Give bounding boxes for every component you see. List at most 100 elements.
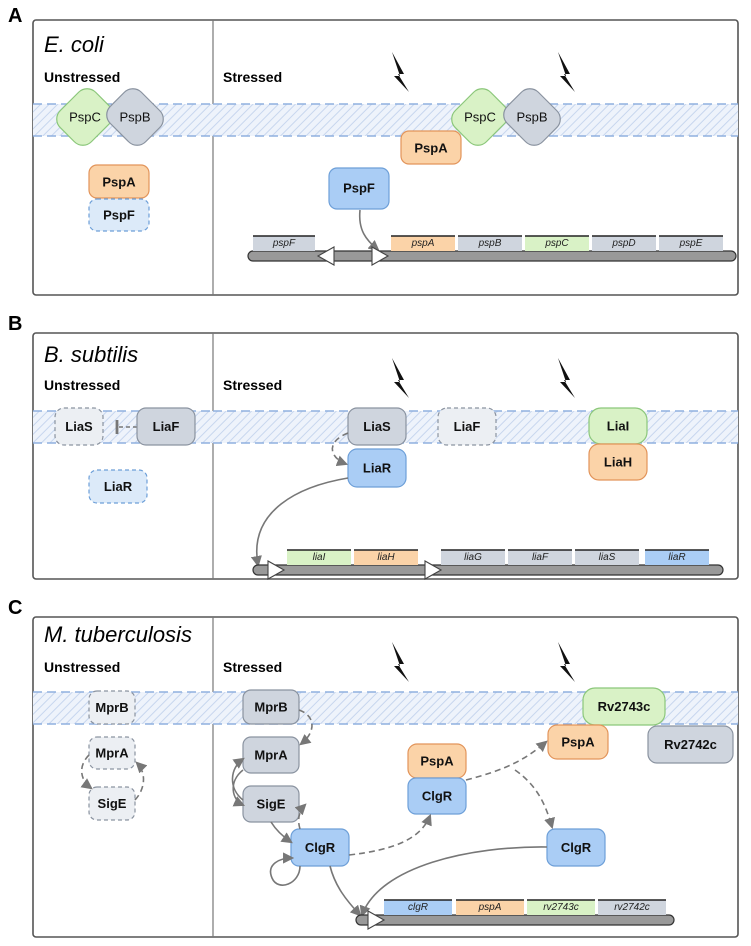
- species-title-a: E. coli: [44, 32, 105, 57]
- protein-label: MprB: [254, 700, 287, 715]
- protein-rv2742c-stressed: [647, 725, 734, 764]
- protein-pspf-stressed: [328, 167, 390, 210]
- protein-label: LiaS: [65, 419, 93, 434]
- protein-label: LiaR: [104, 479, 133, 494]
- stressed-label-b: Stressed: [223, 377, 282, 393]
- autoregulation-arrow: [269, 852, 301, 886]
- gene-liar: [645, 550, 709, 565]
- protein-lias-stressed: [347, 407, 407, 446]
- promoter-icon: [367, 910, 386, 930]
- activation-arrow: [250, 477, 349, 568]
- promoter-icon: [371, 246, 390, 266]
- gene-label: liaR: [668, 552, 685, 563]
- gene-label: liaF: [532, 552, 549, 563]
- panel-a: A E. coli Unstressed Stressed PspC PspB …: [8, 5, 739, 296]
- gene-pspc: [525, 236, 589, 251]
- panel-b: B B. subtilis Unstressed Stressed LiaS L…: [8, 313, 739, 580]
- protein-label: PspA: [102, 175, 136, 190]
- lightning-icon: [392, 642, 409, 682]
- gene-pspa-c: [456, 900, 524, 915]
- phosphorylation-arrow: [331, 432, 349, 467]
- gene-liah: [354, 550, 418, 565]
- gene-label: pspA: [478, 902, 502, 913]
- activation-arrow: [358, 209, 380, 252]
- protein-pspf-unstressed: [88, 198, 150, 232]
- protein-label: PspF: [103, 208, 135, 223]
- protein-label: PspA: [414, 141, 448, 156]
- gene-pspf: [253, 236, 315, 251]
- protein-label: SigE: [98, 796, 127, 811]
- regulation-arrow: [80, 754, 93, 790]
- gene-label: liaS: [599, 552, 616, 563]
- protein-label: ClgR: [422, 789, 453, 804]
- gene-lias: [575, 550, 639, 565]
- gene-label: rv2743c: [543, 902, 579, 913]
- protein-pspc-stressed: [451, 88, 509, 146]
- protein-clgr-complex: [407, 777, 467, 815]
- panel-c: C M. tuberculosis Unstressed Stressed Mp…: [8, 597, 739, 938]
- protein-label: ClgR: [305, 840, 336, 855]
- protein-label: PspB: [119, 110, 150, 125]
- promoter-icon: [316, 246, 335, 266]
- lightning-icon: [558, 642, 575, 682]
- lightning-icon: [558, 52, 575, 92]
- species-title-c: M. tuberculosis: [44, 622, 192, 647]
- gene-clgr: [384, 900, 452, 915]
- protein-label: PspC: [464, 110, 496, 125]
- protein-liar-stressed: [347, 448, 407, 488]
- protein-label: SigE: [257, 797, 286, 812]
- gene-pspd: [592, 236, 656, 251]
- protein-label: MprA: [95, 746, 129, 761]
- protein-label: LiaF: [153, 419, 180, 434]
- protein-pspa-unstressed: [88, 164, 150, 199]
- activation-arrow: [232, 769, 246, 807]
- protein-label: Rv2743c: [598, 699, 651, 714]
- protein-liaf-unstressed: [136, 407, 196, 446]
- protein-sige-unstressed: [88, 786, 136, 821]
- release-arrow: [465, 740, 548, 781]
- protein-label: LiaI: [607, 419, 629, 434]
- protein-clgr-stressed: [290, 828, 350, 867]
- panel-c-frame: [32, 616, 739, 938]
- gene-label: clgR: [408, 902, 428, 913]
- gene-rv2743c: [527, 900, 595, 915]
- species-title-b: B. subtilis: [44, 342, 138, 367]
- protein-label: LiaH: [604, 455, 632, 470]
- lightning-icon: [558, 358, 575, 398]
- panel-letter-b: B: [8, 313, 22, 335]
- unstressed-label-b: Unstressed: [44, 377, 120, 393]
- gene-label: rv2742c: [614, 902, 650, 913]
- protein-pspa-stressed: [400, 130, 462, 165]
- protein-liah-stressed: [588, 443, 648, 481]
- gene-label: liaH: [377, 552, 395, 563]
- gene-label: pspC: [544, 238, 569, 249]
- phosphorylation-arrow: [298, 709, 313, 746]
- dna-b: [252, 564, 724, 576]
- promoter-icon: [267, 560, 286, 580]
- protein-liaf-stressed: [437, 407, 497, 446]
- panel-a-frame: [32, 19, 739, 296]
- gene-pspb: [458, 236, 522, 251]
- protein-pspb-unstressed: [106, 88, 164, 146]
- activation-arrow: [270, 821, 293, 844]
- protein-pspb-stressed: [503, 88, 561, 146]
- activation-arrow: [231, 757, 245, 801]
- protein-pspc-unstressed: [56, 88, 114, 146]
- gene-label: pspB: [478, 238, 502, 249]
- protein-label: LiaF: [454, 419, 481, 434]
- protein-label: ClgR: [561, 840, 592, 855]
- lightning-icon: [392, 52, 409, 92]
- gene-label: pspA: [411, 238, 435, 249]
- gene-label: pspE: [679, 238, 703, 249]
- panel-letter-c: C: [8, 597, 22, 619]
- gene-liai: [287, 550, 351, 565]
- regulation-arrow: [134, 761, 148, 801]
- protein-label: PspB: [516, 110, 547, 125]
- regulation-arrow: [294, 803, 307, 830]
- unstressed-label-a: Unstressed: [44, 69, 120, 85]
- protein-label: PspF: [343, 181, 375, 196]
- protein-liar-unstressed: [88, 469, 148, 504]
- release-arrow: [514, 769, 555, 830]
- gene-label: liaG: [464, 552, 482, 563]
